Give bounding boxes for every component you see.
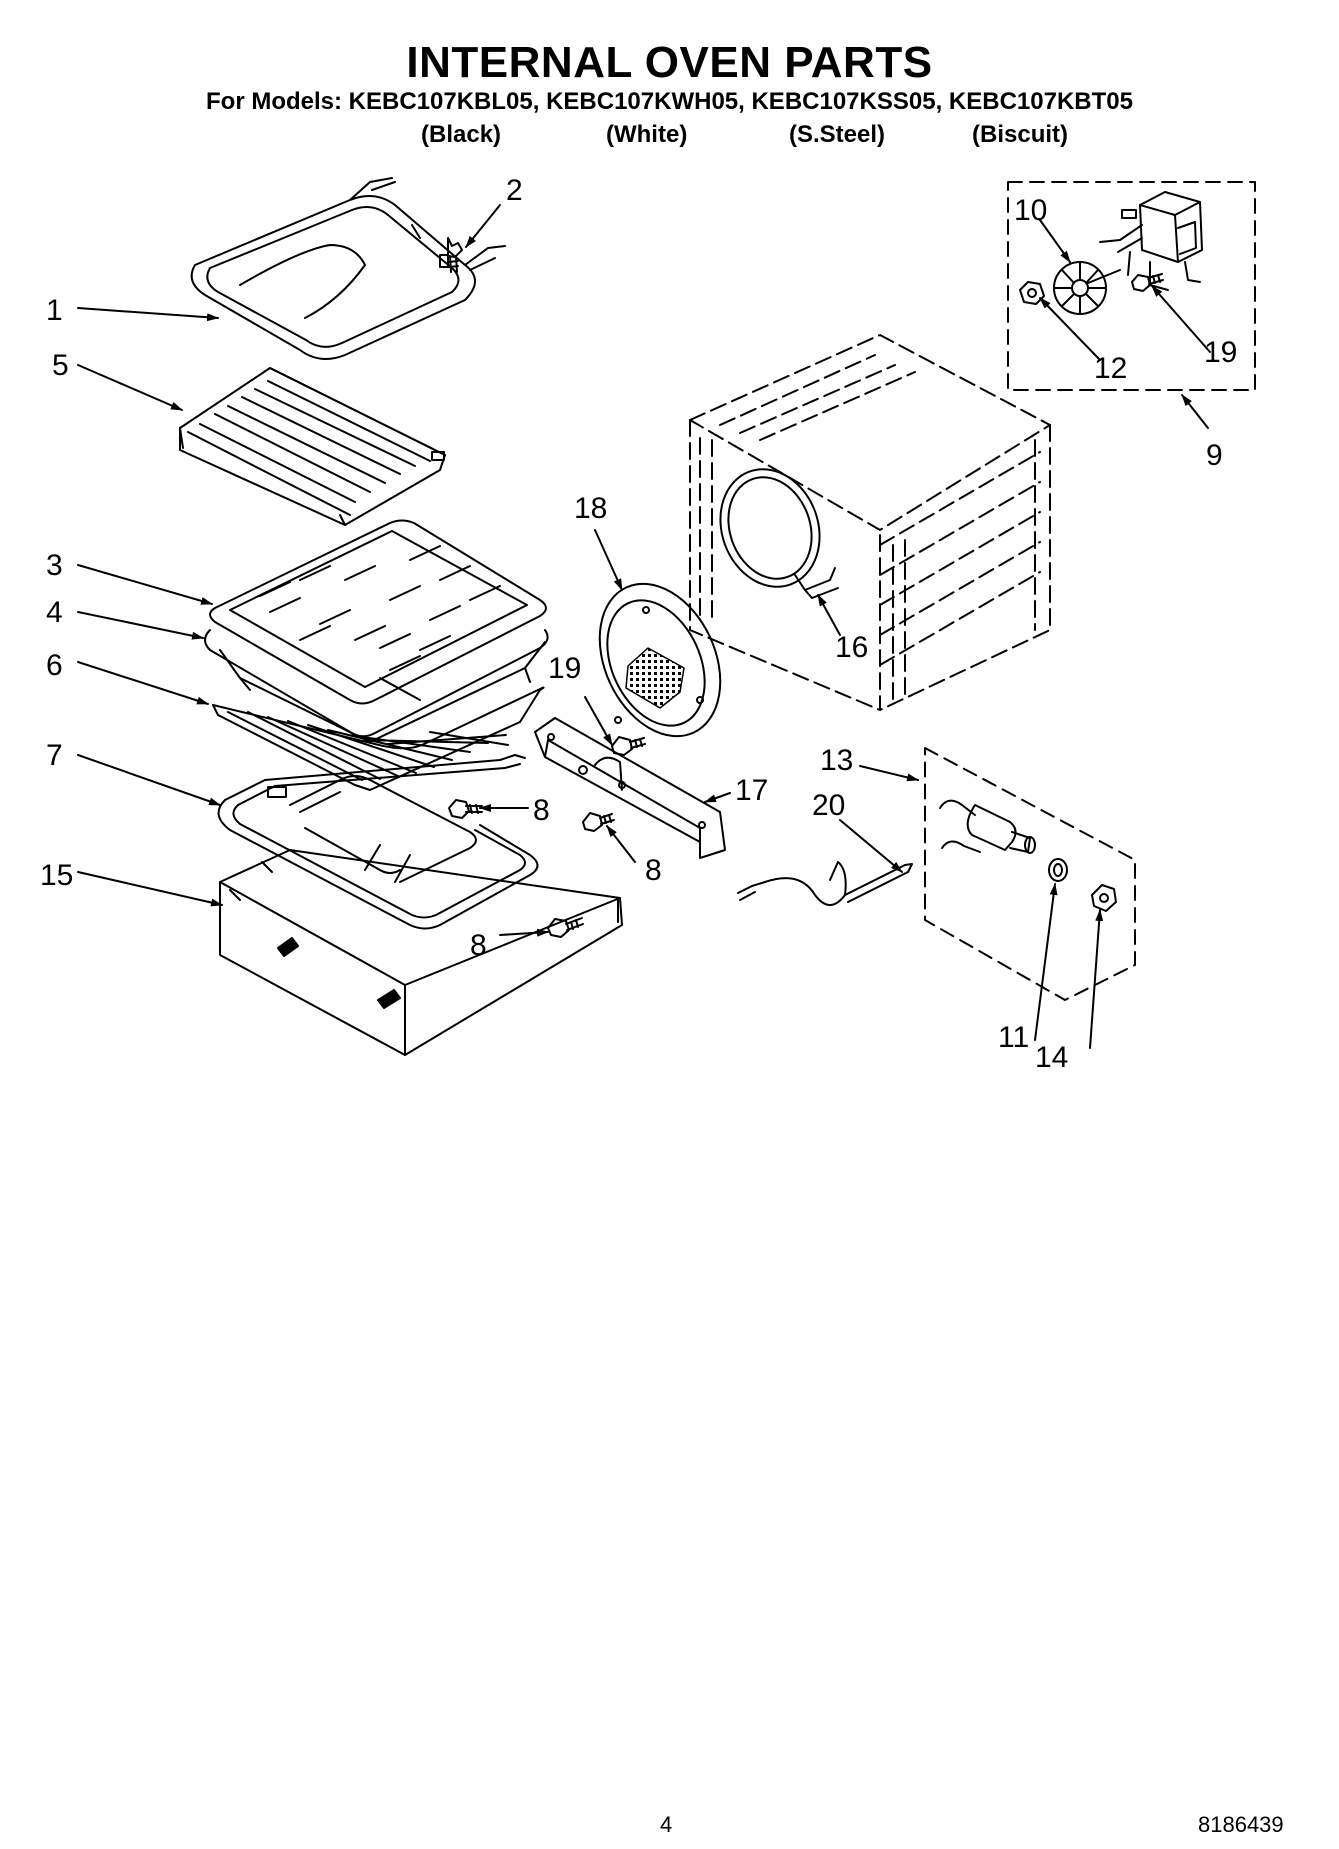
page-title: INTERNAL OVEN PARTS — [406, 38, 933, 87]
callout-16: 16 — [835, 631, 868, 664]
color-label-biscuit: (Biscuit) — [972, 121, 1068, 148]
callout-8-lower: 8 — [470, 929, 487, 962]
callout-19-upper: 19 — [1204, 336, 1237, 369]
callout-3: 3 — [46, 549, 63, 582]
temperature-probe-part-20 — [737, 861, 913, 906]
convection-element-part-16 — [719, 468, 839, 599]
nut-part-14 — [1091, 884, 1117, 912]
fan-motor-part — [1099, 191, 1203, 291]
callout-15: 15 — [40, 859, 73, 892]
screw-part-8-upper — [448, 799, 483, 819]
callout-7: 7 — [46, 739, 63, 772]
color-label-steel: (S.Steel) — [789, 121, 886, 148]
model-list: For Models: KEBC107KBL05, KEBC107KWH05, … — [206, 88, 1133, 115]
nut-part-12 — [1019, 281, 1045, 305]
callout-19-lower: 19 — [548, 652, 581, 685]
callout-20: 20 — [812, 789, 845, 822]
bottom-pan-part-15 — [219, 849, 623, 1056]
oven-shelf-part-5 — [179, 367, 446, 526]
callout-17: 17 — [735, 774, 768, 807]
callout-10: 10 — [1014, 194, 1047, 227]
callout-6: 6 — [46, 649, 63, 682]
callout-12: 12 — [1094, 352, 1127, 385]
callout-2: 2 — [506, 174, 523, 207]
callout-11: 11 — [998, 1021, 1029, 1054]
bake-element-part-7 — [217, 754, 539, 930]
callout-8-upper: 8 — [533, 794, 550, 827]
fan-cover-part-18 — [598, 582, 722, 738]
callout-13: 13 — [820, 744, 853, 777]
fan-blade-part-10 — [1053, 261, 1121, 315]
callout-14: 14 — [1035, 1041, 1068, 1074]
callout-9: 9 — [1206, 439, 1223, 472]
oven-cavity-part-9-housing — [689, 334, 1051, 711]
washer-part-11 — [1048, 858, 1068, 882]
screw-part-19-upper — [1131, 273, 1164, 292]
color-label-black: (Black) — [421, 121, 502, 148]
light-assembly-part-13-box — [924, 747, 1136, 1001]
fan-motor-assembly-part-9-box — [1007, 181, 1256, 391]
light-socket-part — [939, 799, 1036, 854]
page-number: 4 — [660, 1812, 673, 1837]
broil-element-part — [190, 177, 506, 360]
broiler-pan-grid-part-3 — [209, 519, 547, 705]
callout-5: 5 — [52, 349, 69, 382]
oven-rack-part-6 — [212, 677, 545, 791]
document-number: 8186439 — [1198, 1812, 1284, 1837]
screw-part-8-lower — [547, 917, 584, 938]
callout-4: 4 — [46, 596, 63, 629]
bracket-part-17 — [534, 717, 726, 859]
leader-lines — [77, 204, 1211, 1049]
callout-8-middle: 8 — [645, 854, 662, 887]
callout-1: 1 — [46, 294, 63, 327]
color-label-white: (White) — [606, 121, 688, 148]
screw-part-8-middle — [582, 812, 615, 832]
callout-18: 18 — [574, 492, 607, 525]
screw-part-2 — [447, 237, 463, 273]
screw-part-19-lower — [611, 736, 646, 756]
